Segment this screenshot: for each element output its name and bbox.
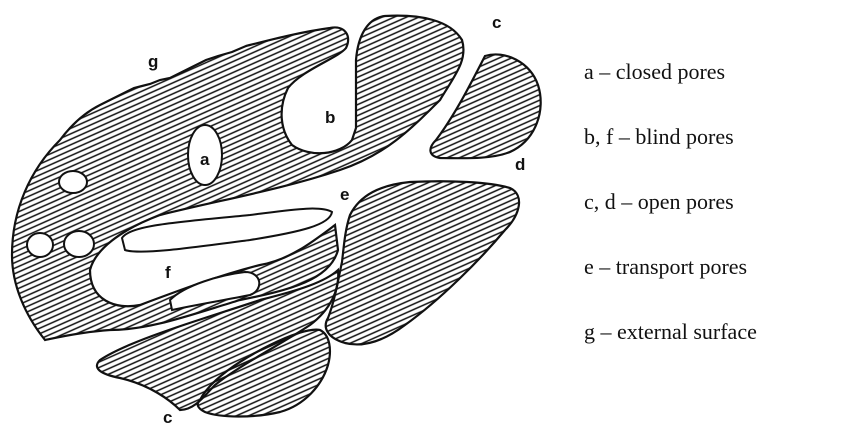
closed-pore-2 xyxy=(27,233,53,257)
legend-item-closed-pores: a – closed pores xyxy=(584,50,757,115)
label-g: g xyxy=(148,52,158,71)
closed-pore-3 xyxy=(64,231,94,257)
legend-item-blind-pores: b, f – blind pores xyxy=(584,115,757,180)
legend: a – closed pores b, f – blind pores c, d… xyxy=(584,50,757,375)
label-b: b xyxy=(325,108,335,127)
label-e: e xyxy=(340,185,349,204)
legend-item-transport-pores: e – transport pores xyxy=(584,245,757,310)
grain-middle-right xyxy=(326,181,519,344)
label-a: a xyxy=(200,150,210,169)
label-d: d xyxy=(515,155,525,174)
legend-item-open-pores: c, d – open pores xyxy=(584,180,757,245)
label-f: f xyxy=(165,263,171,282)
label-c-top: c xyxy=(492,13,501,32)
legend-item-external-surface: g – external surface xyxy=(584,310,757,375)
closed-pore-1 xyxy=(59,171,87,193)
label-c-bottom: c xyxy=(163,408,172,423)
